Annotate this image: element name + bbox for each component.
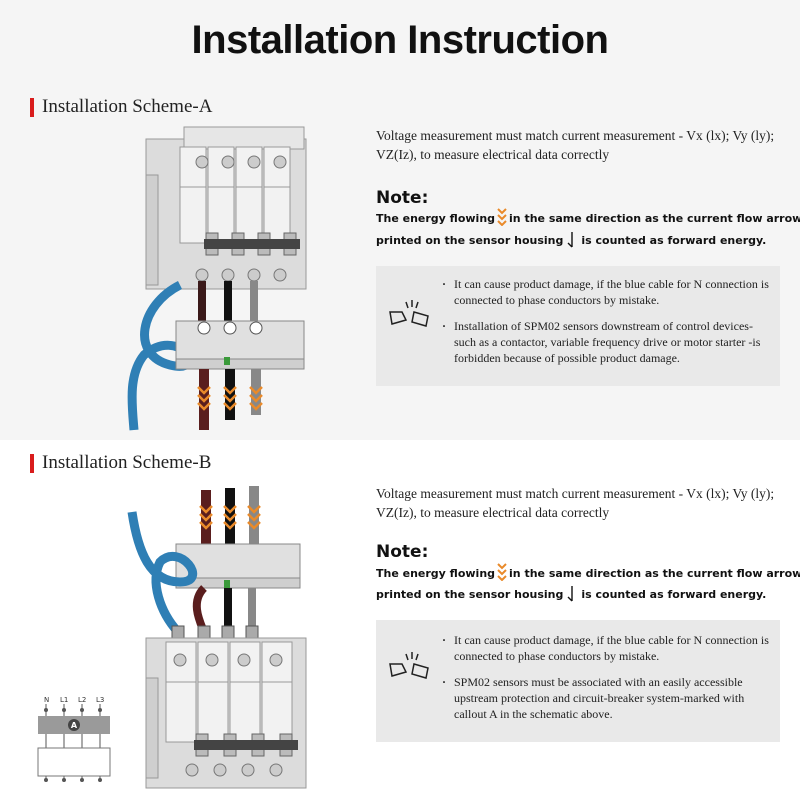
orange-down-chevrons-icon xyxy=(497,563,507,581)
orange-down-chevrons-icon xyxy=(497,208,507,226)
scheme-b-note-line-2: printed on the sensor housing is counted … xyxy=(376,583,796,607)
broken-cable-warning-icon xyxy=(389,652,429,679)
scheme-b-note-heading: Note: xyxy=(376,542,429,562)
scheme-a-note-heading: Note: xyxy=(376,188,429,208)
scheme-b-illustration xyxy=(127,486,307,789)
scheme-b-warning-panel: It can cause product damage, if the blue… xyxy=(376,620,780,742)
broken-cable-warning-icon xyxy=(389,300,429,327)
note-text-a: The energy flowing xyxy=(376,212,496,225)
callout-a-label: A xyxy=(71,721,78,730)
scheme-b-bullet-1: It can cause product damage, if the blue… xyxy=(442,632,772,664)
schematic-label-n: N xyxy=(44,696,49,704)
page-title: Installation Instruction xyxy=(191,18,609,62)
note-text-b: in the same direction as the current flo… xyxy=(509,212,800,225)
note-text-a: The energy flowing xyxy=(376,567,496,580)
down-arrow-icon xyxy=(567,232,574,248)
down-arrow-icon xyxy=(567,586,574,602)
scheme-a-illustration xyxy=(127,126,307,431)
schematic-label-l3: L3 xyxy=(96,696,104,704)
scheme-b-voltage-text: Voltage measurement must match current m… xyxy=(376,486,775,520)
scheme-a-bullet-1: It can cause product damage, if the blue… xyxy=(442,276,772,308)
note-text-d: is counted as forward energy. xyxy=(581,234,767,247)
scheme-a-warning-panel: It can cause product damage, if the blue… xyxy=(376,266,780,386)
callout-schematic: N L1 L2 L3 A xyxy=(37,696,111,782)
note-text-d: is counted as forward energy. xyxy=(581,588,767,601)
schematic-label-l2: L2 xyxy=(78,696,86,704)
schematic-label-l1: L1 xyxy=(60,696,68,704)
scheme-a-note-line-1: The energy flowing in the same direction … xyxy=(376,207,800,231)
scheme-a-heading: Installation Scheme-A xyxy=(30,96,212,118)
note-text-c: printed on the sensor housing xyxy=(376,234,564,247)
scheme-b-heading: Installation Scheme-B xyxy=(30,452,211,474)
scheme-a-voltage-text: Voltage measurement must match current m… xyxy=(376,128,775,162)
note-text-c: printed on the sensor housing xyxy=(376,588,564,601)
scheme-b-note-line-1: The energy flowing in the same direction … xyxy=(376,562,800,586)
note-text-b: in the same direction as the current flo… xyxy=(509,567,800,580)
scheme-a-bullet-2: Installation of SPM02 sensors downstream… xyxy=(442,318,772,366)
scheme-a-note-line-2: printed on the sensor housing is counted … xyxy=(376,229,796,253)
scheme-b-bullet-2: SPM02 sensors must be associated with an… xyxy=(442,674,772,722)
